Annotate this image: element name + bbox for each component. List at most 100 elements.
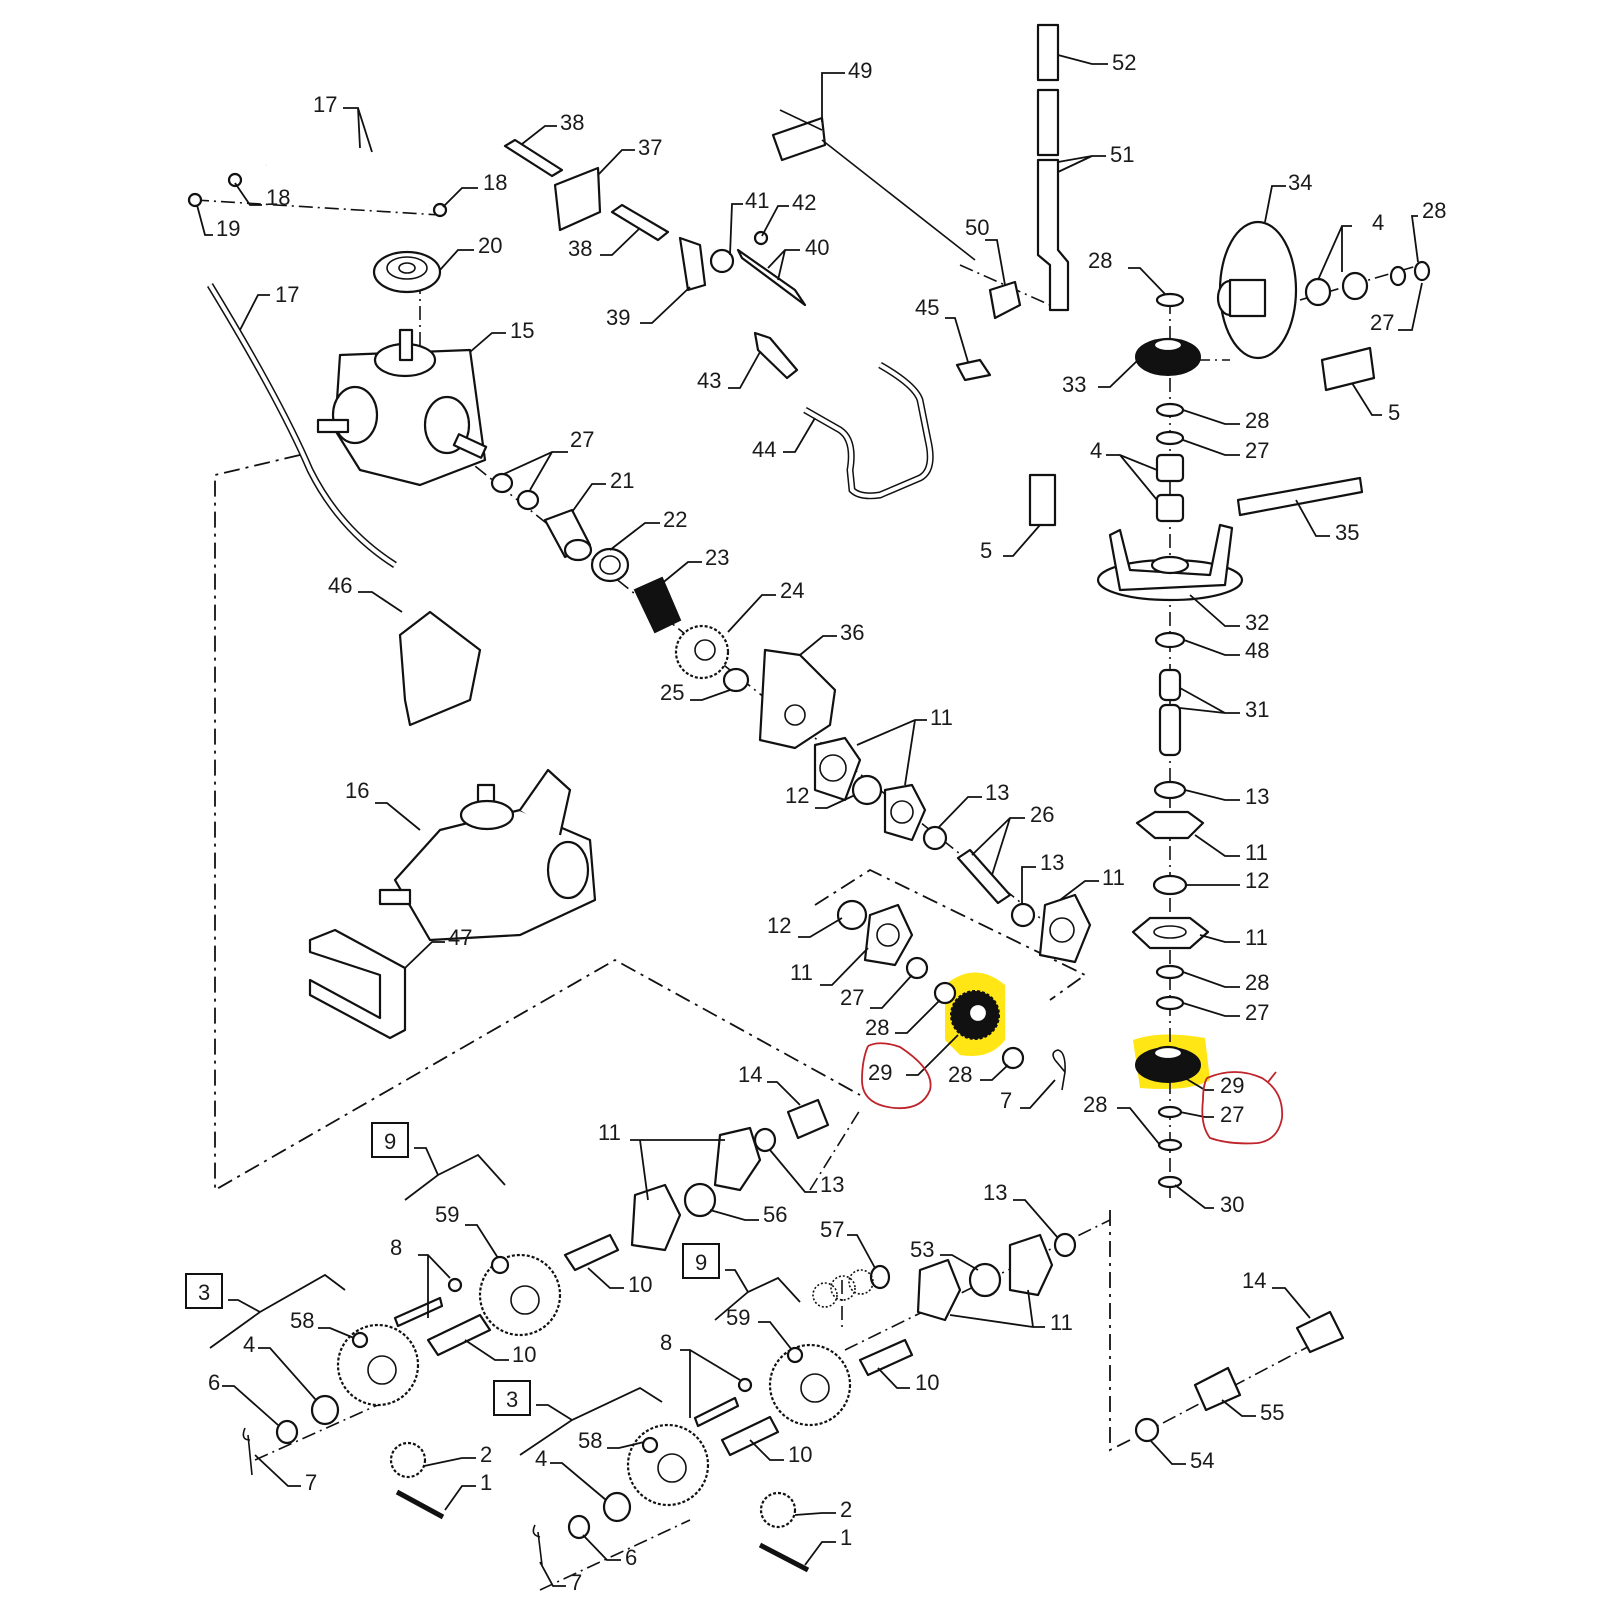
callout-7[interactable]: 7 <box>305 1470 317 1495</box>
callout-1[interactable]: 1 <box>840 1525 852 1550</box>
callout-34[interactable]: 34 <box>1288 170 1312 195</box>
callout-11[interactable]: 11 <box>790 960 813 985</box>
callout-11[interactable]: 11 <box>1245 840 1268 865</box>
callout-28[interactable]: 28 <box>865 1015 889 1040</box>
callout-12[interactable]: 12 <box>1245 868 1269 893</box>
callout-17[interactable]: 17 <box>275 282 299 307</box>
callout-38[interactable]: 38 <box>568 236 592 261</box>
callout-27[interactable]: 27 <box>1370 310 1394 335</box>
callout-2[interactable]: 2 <box>840 1497 852 1522</box>
callout-37[interactable]: 37 <box>638 135 662 160</box>
callout-11[interactable]: 11 <box>1050 1310 1073 1335</box>
callout-2[interactable]: 2 <box>480 1442 492 1467</box>
kit-label-3[interactable]: 3 <box>506 1387 518 1412</box>
callout-35[interactable]: 35 <box>1335 520 1359 545</box>
kit-label-9[interactable]: 9 <box>695 1250 707 1275</box>
callout-27[interactable]: 27 <box>840 985 864 1010</box>
callout-19[interactable]: 19 <box>216 216 240 241</box>
callout-59[interactable]: 59 <box>435 1202 459 1227</box>
callout-28[interactable]: 28 <box>948 1062 972 1087</box>
callout-11[interactable]: 11 <box>1102 865 1125 890</box>
callout-25[interactable]: 25 <box>660 680 684 705</box>
callout-18[interactable]: 18 <box>266 185 290 210</box>
callout-43[interactable]: 43 <box>697 368 721 393</box>
callout-26[interactable]: 26 <box>1030 802 1054 827</box>
callout-6[interactable]: 6 <box>625 1545 637 1570</box>
callout-36[interactable]: 36 <box>840 620 864 645</box>
callout-7[interactable]: 7 <box>570 1570 582 1595</box>
callout-44[interactable]: 44 <box>752 437 776 462</box>
callout-12[interactable]: 12 <box>767 913 791 938</box>
callout-30[interactable]: 30 <box>1220 1192 1244 1217</box>
callout-5[interactable]: 5 <box>1388 400 1400 425</box>
callout-16[interactable]: 16 <box>345 778 369 803</box>
callout-4[interactable]: 4 <box>243 1332 255 1357</box>
callout-15[interactable]: 15 <box>510 318 534 343</box>
callout-24[interactable]: 24 <box>780 578 804 603</box>
callout-33[interactable]: 33 <box>1062 372 1086 397</box>
callout-28[interactable]: 28 <box>1422 198 1446 223</box>
callout-22[interactable]: 22 <box>663 507 687 532</box>
kit-label-9[interactable]: 9 <box>384 1129 396 1154</box>
callout-50[interactable]: 50 <box>965 215 989 240</box>
callout-13[interactable]: 13 <box>985 780 1009 805</box>
callout-21[interactable]: 21 <box>610 468 634 493</box>
callout-11[interactable]: 11 <box>598 1120 621 1145</box>
callout-55[interactable]: 55 <box>1260 1400 1284 1425</box>
callout-45[interactable]: 45 <box>915 295 939 320</box>
callout-53[interactable]: 53 <box>910 1237 934 1262</box>
callout-12[interactable]: 12 <box>785 783 809 808</box>
callout-27[interactable]: 27 <box>1245 438 1269 463</box>
callout-7[interactable]: 7 <box>1000 1088 1012 1113</box>
callout-58[interactable]: 58 <box>290 1308 314 1333</box>
callout-5[interactable]: 5 <box>980 538 992 563</box>
callout-52[interactable]: 52 <box>1112 50 1136 75</box>
callout-56[interactable]: 56 <box>763 1202 787 1227</box>
callout-28[interactable]: 28 <box>1088 248 1112 273</box>
callout-4[interactable]: 4 <box>1090 438 1102 463</box>
callout-11[interactable]: 11 <box>1245 925 1268 950</box>
callout-4[interactable]: 4 <box>535 1446 547 1471</box>
callout-28[interactable]: 28 <box>1083 1092 1107 1117</box>
callout-6[interactable]: 6 <box>208 1370 220 1395</box>
callout-10[interactable]: 10 <box>788 1442 812 1467</box>
callout-14[interactable]: 14 <box>738 1062 762 1087</box>
callout-40[interactable]: 40 <box>805 235 829 260</box>
callout-47[interactable]: 47 <box>448 925 472 950</box>
callout-38[interactable]: 38 <box>560 110 584 135</box>
callout-29[interactable]: 29 <box>868 1060 892 1085</box>
callout-57[interactable]: 57 <box>820 1217 844 1242</box>
callout-39[interactable]: 39 <box>606 305 630 330</box>
callout-41[interactable]: 41 <box>745 188 769 213</box>
callout-13[interactable]: 13 <box>1040 850 1064 875</box>
callout-10[interactable]: 10 <box>915 1370 939 1395</box>
callout-8[interactable]: 8 <box>660 1330 672 1355</box>
callout-48[interactable]: 48 <box>1245 638 1269 663</box>
callout-18[interactable]: 18 <box>483 170 507 195</box>
callout-32[interactable]: 32 <box>1245 610 1269 635</box>
callout-8[interactable]: 8 <box>390 1235 402 1260</box>
callout-27[interactable]: 27 <box>1220 1102 1244 1127</box>
callout-58[interactable]: 58 <box>578 1428 602 1453</box>
callout-13[interactable]: 13 <box>1245 784 1269 809</box>
callout-31[interactable]: 31 <box>1245 697 1269 722</box>
callout-54[interactable]: 54 <box>1190 1448 1214 1473</box>
callout-10[interactable]: 10 <box>628 1272 652 1297</box>
callout-11[interactable]: 11 <box>930 705 953 730</box>
callout-27[interactable]: 27 <box>570 427 594 452</box>
callout-42[interactable]: 42 <box>792 190 816 215</box>
callout-17[interactable]: 17 <box>313 92 337 117</box>
callout-10[interactable]: 10 <box>512 1342 536 1367</box>
callout-4[interactable]: 4 <box>1372 210 1384 235</box>
callout-46[interactable]: 46 <box>328 573 352 598</box>
callout-27[interactable]: 27 <box>1245 1000 1269 1025</box>
callout-23[interactable]: 23 <box>705 545 729 570</box>
callout-28[interactable]: 28 <box>1245 970 1269 995</box>
callout-28[interactable]: 28 <box>1245 408 1269 433</box>
callout-20[interactable]: 20 <box>478 233 502 258</box>
callout-1[interactable]: 1 <box>480 1470 492 1495</box>
callout-29[interactable]: 29 <box>1220 1073 1244 1098</box>
callout-59[interactable]: 59 <box>726 1305 750 1330</box>
callout-49[interactable]: 49 <box>848 58 872 83</box>
callout-13[interactable]: 13 <box>820 1172 844 1197</box>
